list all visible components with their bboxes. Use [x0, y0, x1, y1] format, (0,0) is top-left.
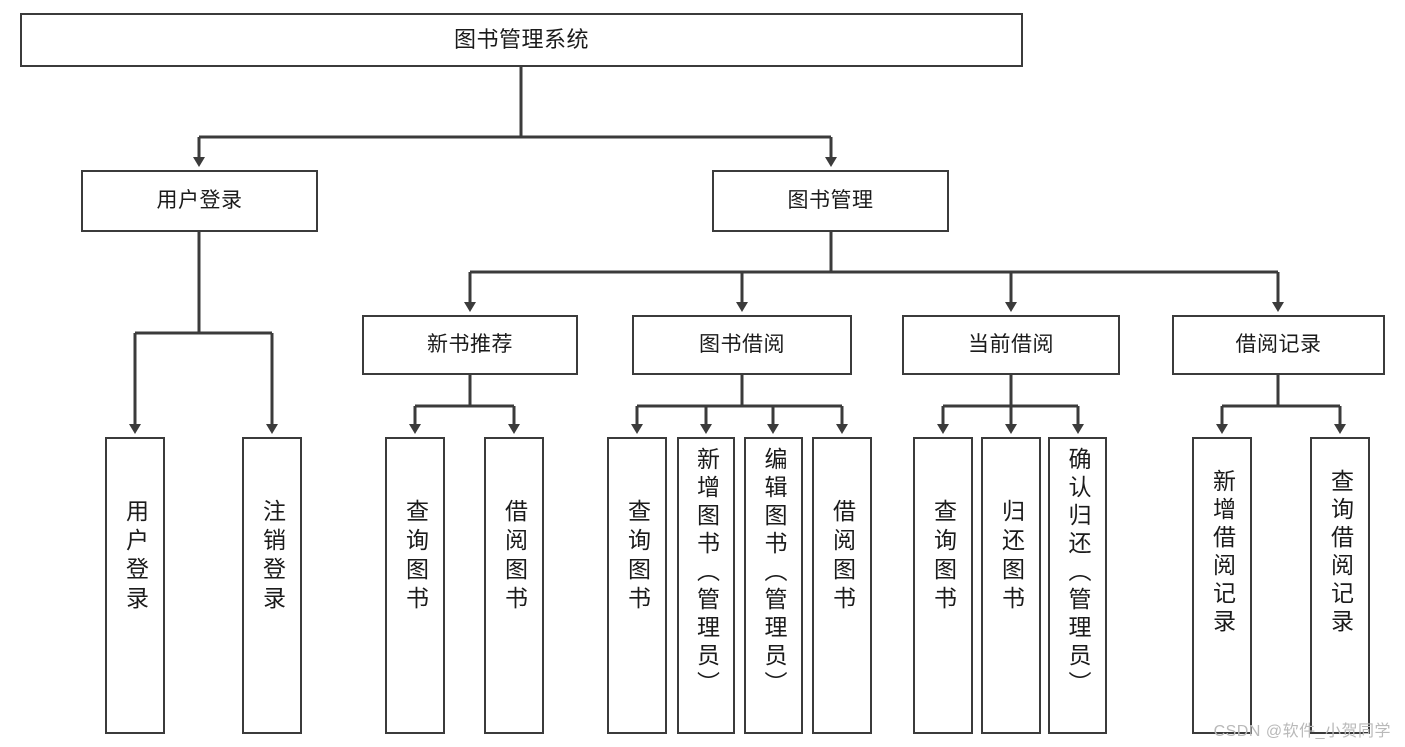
node-label: 归还图书: [998, 499, 1025, 615]
node-root-system[interactable]: 图书管理系统: [20, 13, 1023, 67]
node-label: 新书推荐: [427, 332, 513, 356]
leaf-query-book-2[interactable]: 查询图书: [607, 437, 667, 734]
node-label: 编辑图书（管理员）: [761, 447, 787, 699]
leaf-borrow-book-2[interactable]: 借阅图书: [812, 437, 872, 734]
node-current-borrow[interactable]: 当前借阅: [902, 315, 1120, 375]
leaf-query-book-1[interactable]: 查询图书: [385, 437, 445, 734]
node-new-book-recommend[interactable]: 新书推荐: [362, 315, 578, 375]
node-user-login[interactable]: 用户登录: [81, 170, 318, 232]
leaf-logout-login[interactable]: 注销登录: [242, 437, 302, 734]
leaf-add-book-admin[interactable]: 新增图书（管理员）: [677, 437, 735, 734]
node-label: 查询借阅记录: [1327, 469, 1354, 637]
node-book-management[interactable]: 图书管理: [712, 170, 949, 232]
csdn-watermark: CSDN @软件_小贺同学: [1213, 723, 1391, 740]
node-label: 查询图书: [930, 499, 957, 615]
node-label: 注销登录: [259, 499, 286, 615]
leaf-query-book-3[interactable]: 查询图书: [913, 437, 973, 734]
leaf-edit-book-admin[interactable]: 编辑图书（管理员）: [744, 437, 803, 734]
node-label: 查询图书: [402, 499, 429, 615]
leaf-return-book[interactable]: 归还图书: [981, 437, 1041, 734]
node-label: 确认归还（管理员）: [1065, 447, 1091, 699]
node-label: 借阅图书: [829, 499, 856, 615]
node-label: 图书管理: [787, 188, 874, 212]
node-label: 借阅记录: [1235, 332, 1322, 356]
leaf-query-borrow-record[interactable]: 查询借阅记录: [1310, 437, 1370, 734]
node-borrow-record[interactable]: 借阅记录: [1172, 315, 1385, 375]
node-label: 用户登录: [122, 499, 149, 615]
leaf-add-borrow-record[interactable]: 新增借阅记录: [1192, 437, 1252, 734]
node-label: 借阅图书: [501, 499, 528, 615]
node-label: 查询图书: [624, 499, 651, 615]
leaf-borrow-book-1[interactable]: 借阅图书: [484, 437, 544, 734]
node-label: 图书借阅: [699, 332, 785, 356]
node-label: 当前借阅: [968, 332, 1054, 356]
node-label: 新增借阅记录: [1209, 469, 1236, 637]
leaf-confirm-return-admin[interactable]: 确认归还（管理员）: [1048, 437, 1107, 734]
node-label: 图书管理系统: [453, 27, 589, 53]
node-label: 新增图书（管理员）: [693, 447, 720, 699]
leaf-user-login[interactable]: 用户登录: [105, 437, 165, 734]
node-book-borrow[interactable]: 图书借阅: [632, 315, 852, 375]
node-label: 用户登录: [156, 188, 243, 212]
